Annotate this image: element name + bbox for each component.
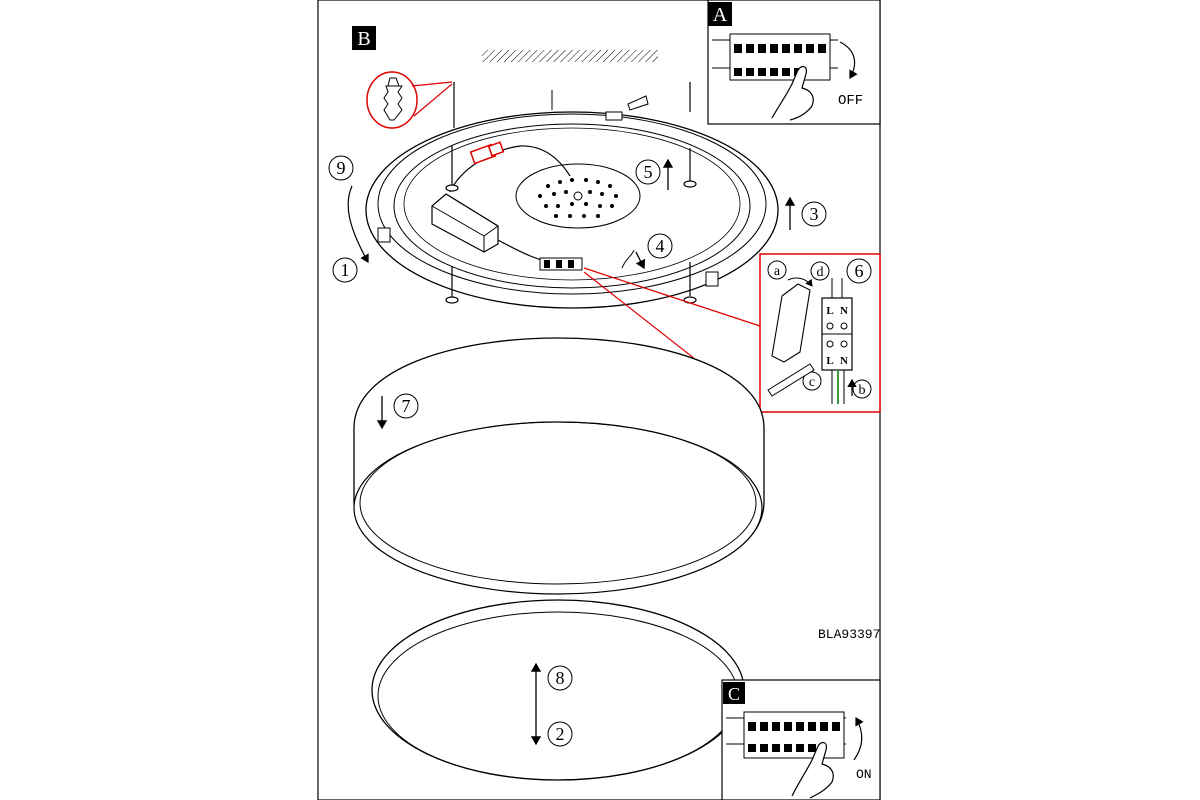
svg-text:4: 4: [656, 236, 665, 256]
off-label: OFF: [838, 93, 863, 109]
step-6-marker: 6: [846, 258, 872, 284]
panel-tag-c: C: [728, 684, 740, 704]
svg-text:B: B: [357, 28, 370, 50]
callout-line: [583, 267, 761, 327]
svg-text:9: 9: [337, 158, 346, 178]
ceiling-hatch: [482, 50, 658, 62]
mounting-clips: [377, 90, 719, 287]
panel-tag-a: A: [713, 4, 728, 26]
breaker-switch-icon: [726, 711, 846, 759]
detail-step-d: d: [810, 261, 830, 281]
detail-step-b: b: [852, 379, 872, 399]
terminal-l-bottom: L: [826, 355, 833, 367]
model-code: BLA93397: [818, 627, 880, 642]
svg-text:6: 6: [855, 261, 864, 281]
led-module: [515, 163, 641, 229]
terminal-n-top: N: [840, 305, 848, 317]
breaker-off-panel: A OFF: [707, 0, 881, 125]
terminal-l-top: L: [826, 305, 833, 317]
wiring-detail-panel: 6 a d c b L N L N: [759, 253, 881, 413]
svg-text:5: 5: [644, 162, 653, 182]
svg-text:2: 2: [556, 724, 565, 744]
rotate-arrow-icon: [853, 716, 864, 761]
wall-plug-icon: [366, 71, 453, 129]
terminal-block: [539, 257, 583, 271]
screwdriver-icon: [767, 363, 815, 397]
terminal-cover: [771, 283, 811, 363]
svg-text:3: 3: [810, 204, 819, 224]
svg-text:b: b: [859, 383, 866, 398]
step-3-marker: 3: [784, 196, 827, 230]
panel-tag-b: B: [352, 26, 376, 50]
breaker-switch-icon: [712, 33, 838, 81]
detail-step-a: a: [767, 260, 787, 280]
svg-text:a: a: [774, 264, 781, 279]
rotate-arrow-icon: [787, 277, 813, 287]
svg-text:d: d: [817, 265, 824, 280]
led-driver: [431, 145, 571, 265]
step-8-marker: 8: [530, 662, 573, 700]
svg-text:7: 7: [402, 396, 411, 416]
step-7-marker: 7: [376, 393, 419, 430]
on-label: ON: [856, 767, 872, 782]
terminal-n-bottom: N: [840, 355, 848, 367]
step-5-marker: 5: [635, 158, 674, 190]
breaker-on-panel: C ON: [721, 679, 881, 800]
step-1-marker: 1: [332, 257, 358, 283]
red-connector: [469, 141, 505, 165]
step-4-marker: 4: [621, 233, 673, 270]
hand-icon: [791, 741, 834, 799]
step-2-marker: 2: [530, 700, 573, 747]
terminal-connector: L N L N: [821, 278, 853, 404]
rotate-arrow-icon: [839, 41, 858, 80]
svg-text:c: c: [809, 375, 815, 390]
step-9-marker: 9: [328, 155, 354, 181]
rotate-arrow-icon: [347, 185, 369, 264]
screw-icon: [445, 82, 697, 304]
hand-icon: [771, 65, 814, 121]
detail-step-c: c: [802, 371, 822, 391]
svg-text:8: 8: [556, 668, 565, 688]
lamp-shade: [353, 337, 765, 595]
svg-text:1: 1: [341, 260, 350, 280]
